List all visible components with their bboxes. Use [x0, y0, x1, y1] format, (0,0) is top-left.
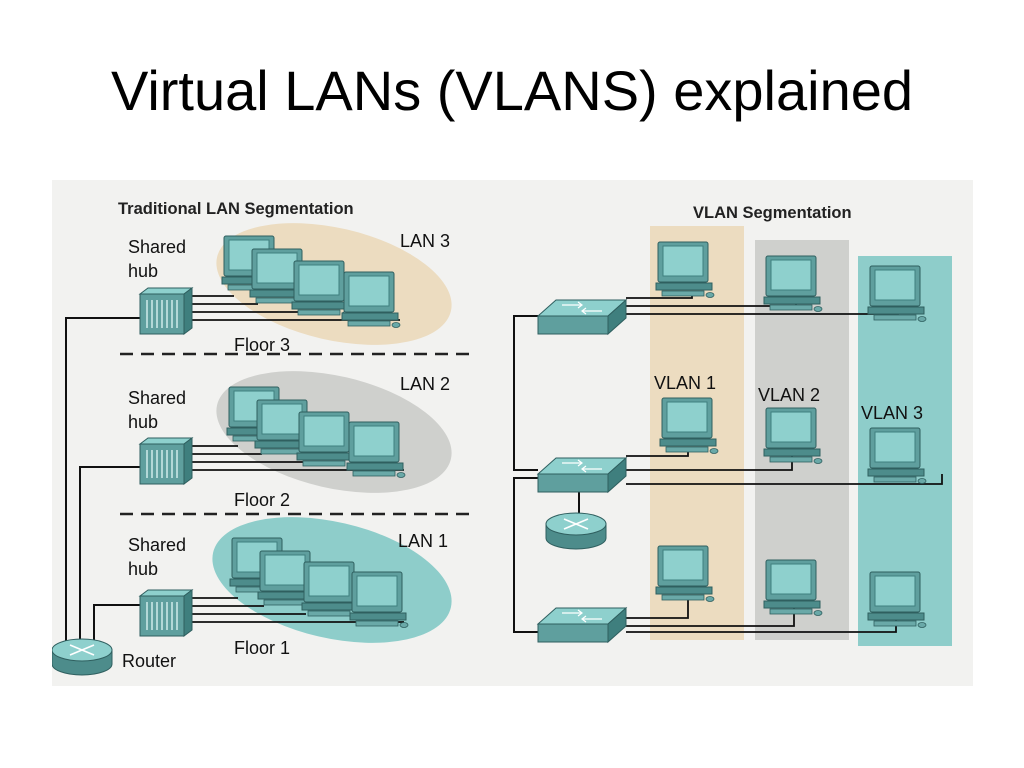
router-icon — [52, 638, 113, 676]
vlan3-pc-bottom — [867, 571, 927, 628]
floor3-pc-3 — [291, 260, 351, 317]
floor2-pc-4 — [346, 421, 406, 478]
slide-title: Virtual LANs (VLANS) explained — [110, 59, 914, 122]
floor2-pc-3 — [296, 411, 356, 468]
floor1-label: Floor 1 — [234, 638, 290, 658]
floor2-label: Floor 2 — [234, 490, 290, 510]
lan1-label: LAN 1 — [398, 531, 448, 551]
floor1-hub-label: Shared — [128, 535, 186, 555]
floor1-pc-3 — [301, 561, 361, 618]
lan3-label: LAN 3 — [400, 231, 450, 251]
vlan-router-icon — [545, 512, 607, 550]
vlan2-label: VLAN 2 — [758, 385, 820, 405]
vlan1-pc-bottom — [655, 545, 715, 602]
switch-top-icon — [537, 299, 627, 335]
vlan3-label: VLAN 3 — [861, 403, 923, 423]
floor2-hub-label: Shared — [128, 388, 186, 408]
switch-cables — [513, 315, 580, 633]
floor2-hub-label-2: hub — [128, 412, 158, 432]
floor3-pc-4 — [341, 271, 401, 328]
hub-pc-cables — [192, 295, 404, 623]
traditional-segmentation: Traditional LAN Segmentation — [52, 200, 472, 676]
floor3-hub-icon — [139, 287, 193, 335]
vlan-segmentation: VLAN Segmentation — [513, 204, 952, 646]
vlan2-pc-top — [763, 255, 823, 312]
vlan3-pc-top — [867, 265, 927, 322]
switch-middle-icon — [537, 457, 627, 493]
vlan1-pc-middle — [659, 397, 719, 454]
vlan1-pc-top — [655, 241, 715, 298]
switch-bottom-icon — [537, 607, 627, 643]
floor1-hub-icon — [139, 589, 193, 637]
floor3-label: Floor 3 — [234, 335, 290, 355]
router-label: Router — [122, 651, 176, 671]
floor2-hub-icon — [139, 437, 193, 485]
vlan3-pc-middle — [867, 427, 927, 484]
lan2-label: LAN 2 — [400, 374, 450, 394]
floor1-pc-4 — [349, 571, 409, 628]
vlan-diagram: Traditional LAN Segmentation — [52, 180, 973, 686]
floor3-hub-label-2: hub — [128, 261, 158, 281]
vlan2-pc-bottom — [763, 559, 823, 616]
vlan2-pc-middle — [763, 407, 823, 464]
vlan-heading: VLAN Segmentation — [693, 204, 852, 222]
floor3-hub-label: Shared — [128, 237, 186, 257]
floor1-hub-label-2: hub — [128, 559, 158, 579]
router-cables — [65, 317, 140, 646]
traditional-heading: Traditional LAN Segmentation — [118, 200, 354, 218]
vlan1-label: VLAN 1 — [654, 373, 716, 393]
